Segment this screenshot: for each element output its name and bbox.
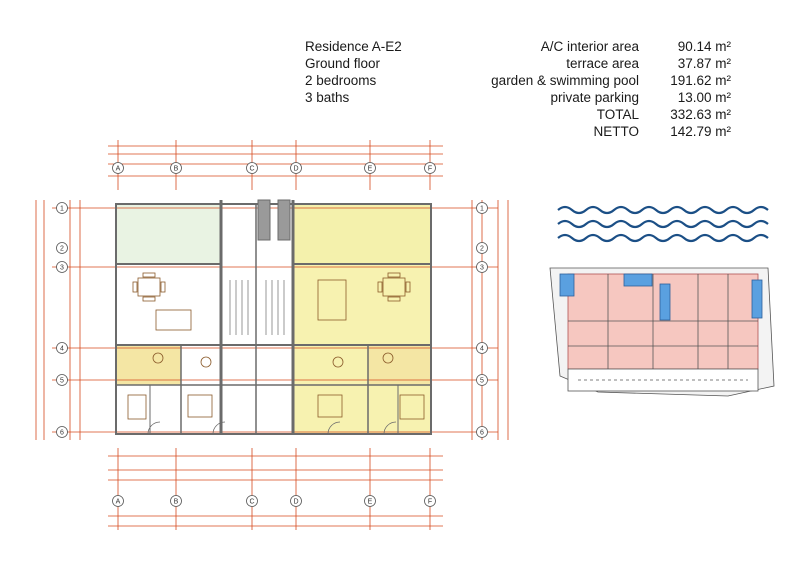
info-label: private parking bbox=[550, 90, 639, 105]
info-label: A/C interior area bbox=[540, 39, 639, 54]
info-row: NETTO 142.79 m² bbox=[305, 123, 735, 140]
info-row: Residence A-E2 A/C interior area 90.14 m… bbox=[305, 38, 735, 55]
info-value: 37.87 m² bbox=[677, 56, 731, 71]
highlighted-unit bbox=[293, 204, 431, 434]
info-label: terrace area bbox=[566, 56, 639, 71]
axis-label-right-5: 5 bbox=[480, 378, 484, 385]
walls bbox=[115, 199, 432, 435]
info-label: garden & swimming pool bbox=[491, 73, 639, 88]
axis-label-top-d: D bbox=[293, 166, 298, 173]
furniture bbox=[127, 272, 425, 420]
floor-plan-drawing: A B C D E F A B C D E F 1 2 3 4 5 6 1 2 … bbox=[35, 140, 509, 530]
axis-label-left-3: 3 bbox=[60, 265, 64, 272]
garden-area-left bbox=[116, 204, 221, 264]
info-row: 2 bedrooms garden & swimming pool 191.62… bbox=[305, 72, 735, 89]
doors bbox=[147, 421, 397, 435]
axis-label-bottom-c: C bbox=[249, 499, 254, 506]
axis-label-left-4: 4 bbox=[60, 346, 64, 353]
dimension-lines bbox=[35, 140, 509, 530]
info-left-text: Ground floor bbox=[305, 56, 381, 71]
info-value: 13.00 m² bbox=[677, 90, 731, 105]
axis-label-bottom-f: F bbox=[428, 499, 432, 506]
sea-waves bbox=[557, 205, 769, 243]
area-info-panel: Residence A-E2 A/C interior area 90.14 m… bbox=[305, 38, 735, 140]
info-value: 90.14 m² bbox=[677, 39, 731, 54]
axis-label-top-a: A bbox=[116, 166, 121, 173]
info-label: NETTO bbox=[593, 124, 639, 139]
axis-label-bottom-a: A bbox=[116, 499, 121, 506]
info-left-text: 2 bedrooms bbox=[305, 73, 377, 88]
axis-label-right-2: 2 bbox=[480, 246, 484, 253]
info-left-text: Residence A-E2 bbox=[305, 39, 402, 54]
axis-label-bottom-e: E bbox=[368, 499, 373, 506]
row-axis-markers: 1 2 3 4 5 6 1 2 3 4 5 6 bbox=[56, 202, 488, 438]
axis-label-right-3: 3 bbox=[480, 265, 484, 272]
site-plot bbox=[549, 267, 775, 397]
axis-label-top-b: B bbox=[174, 166, 179, 173]
site-plan-drawing bbox=[549, 205, 775, 397]
bathroom-right-tile bbox=[368, 345, 431, 385]
column-axis-markers: A B C D E F A B C D E F bbox=[112, 162, 436, 507]
axis-label-left-2: 2 bbox=[60, 246, 64, 253]
axis-label-right-4: 4 bbox=[480, 346, 484, 353]
axis-label-top-e: E bbox=[368, 166, 373, 173]
axis-label-left-5: 5 bbox=[60, 378, 64, 385]
info-label: TOTAL bbox=[596, 107, 639, 122]
info-row: Ground floor terrace area 37.87 m² bbox=[305, 55, 735, 72]
axis-label-bottom-d: D bbox=[293, 499, 298, 506]
info-value: 191.62 m² bbox=[670, 73, 731, 88]
bathroom-left-tile bbox=[116, 345, 181, 385]
axis-label-right-6: 6 bbox=[480, 430, 484, 437]
axis-label-bottom-b: B bbox=[174, 499, 179, 506]
info-row: TOTAL 332.63 m² bbox=[305, 106, 735, 123]
axis-label-top-f: F bbox=[428, 166, 432, 173]
plan-fills bbox=[116, 204, 431, 434]
info-value: 332.63 m² bbox=[670, 107, 731, 122]
info-value: 142.79 m² bbox=[670, 124, 731, 139]
axis-label-right-1: 1 bbox=[480, 206, 484, 213]
info-left-text: 3 baths bbox=[305, 90, 350, 105]
axis-label-left-6: 6 bbox=[60, 430, 64, 437]
axis-label-top-c: C bbox=[249, 166, 254, 173]
info-row: 3 baths private parking 13.00 m² bbox=[305, 89, 735, 106]
axis-label-left-1: 1 bbox=[60, 206, 64, 213]
